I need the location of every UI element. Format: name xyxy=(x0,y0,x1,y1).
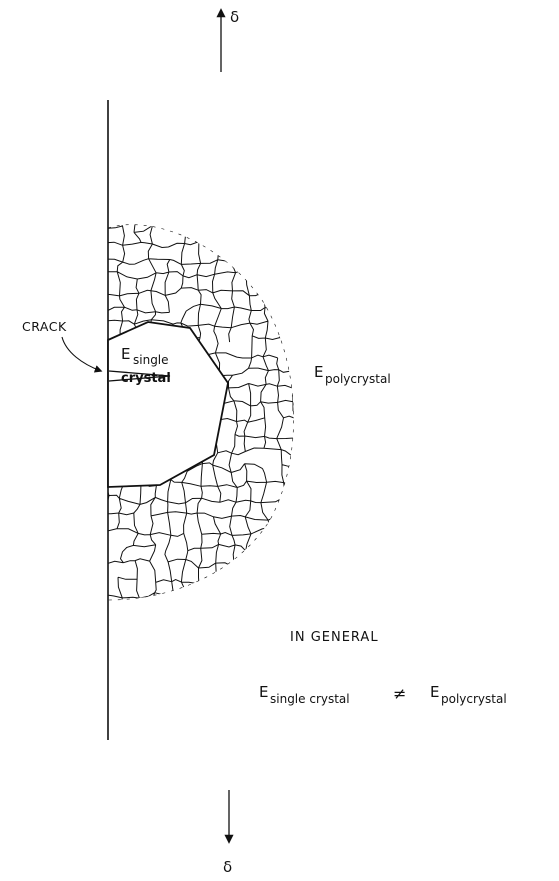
polycrystal-label: E polycrystal xyxy=(314,363,391,386)
delta-top-label: δ xyxy=(230,8,239,26)
bottom-load-arrow: δ xyxy=(223,790,232,876)
note-rhs-symbol: E xyxy=(430,683,439,701)
note-lhs-symbol: E xyxy=(259,683,268,701)
crack-callout: CRACK xyxy=(22,319,101,371)
not-equal-sign: ≠ xyxy=(393,684,406,703)
e-single-symbol: E xyxy=(121,345,130,363)
top-load-arrow: δ xyxy=(221,8,239,72)
note-lhs-subscript: single crystal xyxy=(270,692,350,706)
crack-pointer-arrow xyxy=(62,337,101,371)
delta-bottom-label: δ xyxy=(223,858,232,876)
crack-label: CRACK xyxy=(22,319,67,334)
note-rhs-subscript: polycrystal xyxy=(441,692,507,706)
e-single-subscript: single xyxy=(133,353,169,367)
e-poly-symbol: E xyxy=(314,363,323,381)
e-poly-subscript: polycrystal xyxy=(325,372,391,386)
note-heading: IN GENERAL xyxy=(290,630,379,645)
e-single-line2: crystal xyxy=(121,371,171,386)
general-note: IN GENERAL E single crystal ≠ E polycrys… xyxy=(259,630,507,706)
